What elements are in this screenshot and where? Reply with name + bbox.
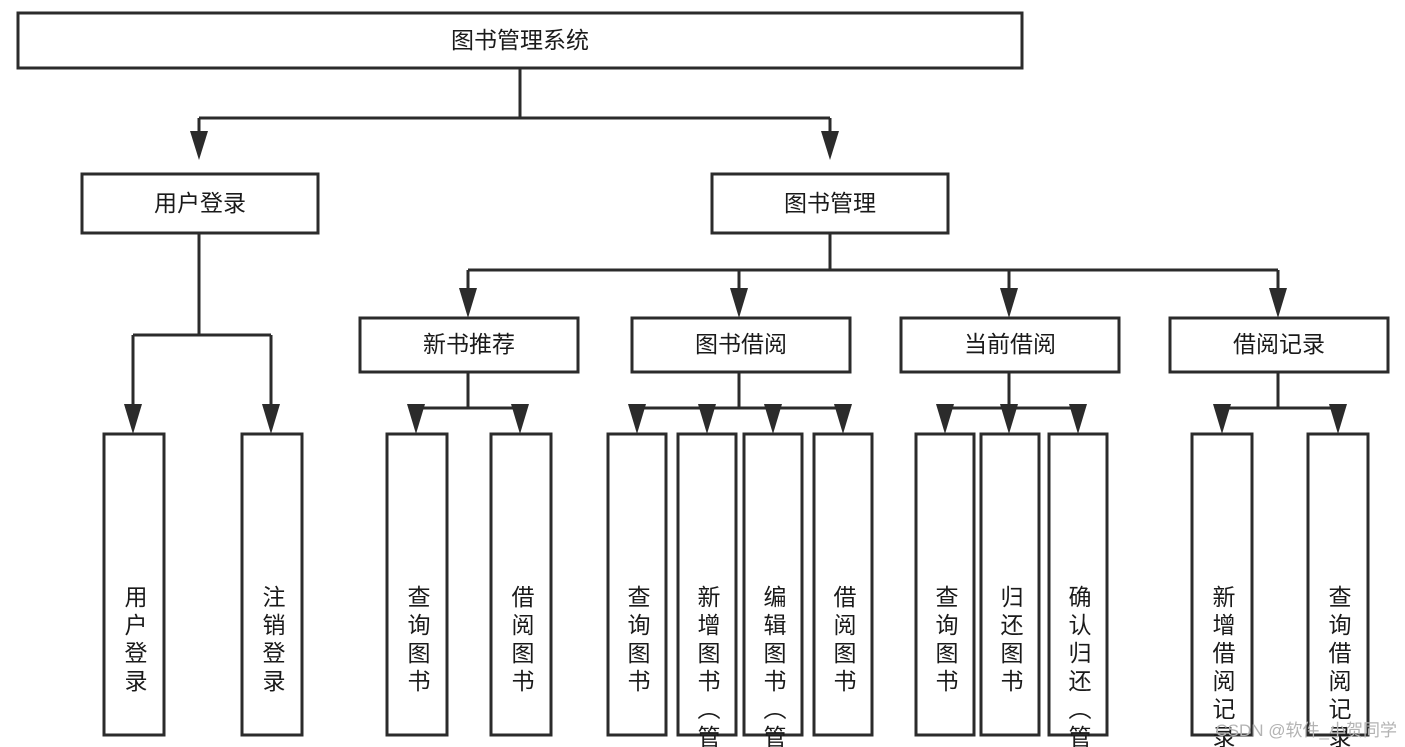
leaf-records-query-box[interactable]: [1306, 432, 1370, 737]
node-new-book-recommend[interactable]: 新书推荐: [358, 316, 580, 374]
node-book-management-label: 图书管理: [784, 190, 876, 216]
node-user-login-box[interactable]: [80, 172, 320, 235]
leaf-new-book-borrow-label: 借阅图书: [508, 585, 535, 697]
node-user-login[interactable]: 用户登录: [80, 172, 320, 235]
leaf-records-add-box[interactable]: [1190, 432, 1254, 737]
arrow-head-bl-leaf-0: [628, 404, 646, 434]
leaf-user-login-login-label: 用户登录: [121, 585, 148, 697]
node-borrow-records-box[interactable]: [1168, 316, 1390, 374]
leaf-new-book-query-label: 查询图书: [404, 585, 431, 697]
leaf-borrow-query-box[interactable]: [606, 432, 668, 737]
leaf-borrow-edit-book[interactable]: 编辑图书（管理员）: [742, 432, 804, 747]
leaf-new-book-query[interactable]: 查询图书: [385, 432, 449, 737]
leaf-records-add[interactable]: 新增借阅记录: [1190, 432, 1254, 747]
node-user-login-label: 用户登录: [154, 190, 246, 216]
leaf-borrow-add-book-box[interactable]: [676, 432, 738, 737]
leaf-current-return[interactable]: 归还图书: [979, 432, 1041, 737]
leaf-current-confirm-return-box[interactable]: [1047, 432, 1109, 737]
leaf-borrow-query-label: 查询图书: [624, 585, 651, 697]
connector-layer: [124, 68, 1347, 434]
arrow-head-bl-leaf-2: [764, 404, 782, 434]
arrow-head-new-book: [459, 288, 477, 318]
node-root-system[interactable]: 图书管理系统: [16, 11, 1024, 70]
leaf-current-query-box[interactable]: [914, 432, 976, 737]
leaf-borrow-borrow-book-label: 借阅图书: [830, 585, 857, 697]
arrow-head-rc-leaf-0: [1213, 404, 1231, 434]
node-root-label: 图书管理系统: [451, 27, 589, 53]
leaf-new-book-borrow[interactable]: 借阅图书: [489, 432, 553, 737]
arrow-head-borrow: [730, 288, 748, 318]
node-borrow-records-label: 借阅记录: [1233, 331, 1325, 357]
node-current-borrow-label: 当前借阅: [964, 331, 1056, 357]
node-book-borrow-box[interactable]: [630, 316, 852, 374]
arrow-head-cb-leaf-0: [936, 404, 954, 434]
arrow-head-records: [1269, 288, 1287, 318]
arrow-head-rc-leaf-1: [1329, 404, 1347, 434]
leaf-borrow-add-book-label: 新增图书（管理员）: [694, 585, 721, 747]
leaf-borrow-edit-book-box[interactable]: [742, 432, 804, 737]
arrow-head-user-login: [190, 131, 208, 160]
arrow-head-current: [1000, 288, 1018, 318]
arrow-head-bl-leaf-1: [698, 404, 716, 434]
arrow-head-book-mgmt: [821, 131, 839, 160]
node-book-management-box[interactable]: [710, 172, 950, 235]
node-new-book-recommend-label: 新书推荐: [423, 331, 515, 357]
arrow-head-cb-leaf-1: [1000, 404, 1018, 434]
arrow-head-bl-leaf-3: [834, 404, 852, 434]
leaf-records-query-label: 查询借阅记录: [1325, 585, 1352, 747]
leaf-borrow-edit-book-label: 编辑图书（管理员）: [760, 585, 787, 747]
node-new-book-recommend-box[interactable]: [358, 316, 580, 374]
leaf-current-return-box[interactable]: [979, 432, 1041, 737]
arrow-head-cb-leaf-2: [1069, 404, 1087, 434]
arrow-head-nb-leaf-1: [511, 404, 529, 434]
leaf-current-confirm-return[interactable]: 确认归还（管理员）: [1047, 432, 1109, 747]
node-current-borrow[interactable]: 当前借阅: [899, 316, 1121, 374]
leaf-current-query-label: 查询图书: [932, 585, 959, 697]
leaf-new-book-query-box[interactable]: [385, 432, 449, 737]
node-root-box[interactable]: [16, 11, 1024, 70]
leaf-current-return-label: 归还图书: [997, 585, 1024, 697]
leaf-user-login-login-box[interactable]: [102, 432, 166, 737]
leaf-current-confirm-return-label: 确认归还（管理员）: [1065, 585, 1092, 747]
node-book-borrow[interactable]: 图书借阅: [630, 316, 852, 374]
arrow-head-leaf-user-login: [124, 404, 142, 434]
leaf-current-query[interactable]: 查询图书: [914, 432, 976, 737]
node-current-borrow-box[interactable]: [899, 316, 1121, 374]
leaf-records-add-label: 新增借阅记录: [1209, 585, 1236, 747]
node-book-management[interactable]: 图书管理: [710, 172, 950, 235]
leaf-records-query[interactable]: 查询借阅记录: [1306, 432, 1370, 747]
leaf-borrow-add-book[interactable]: 新增图书（管理员）: [676, 432, 738, 747]
arrow-head-leaf-logout: [262, 404, 280, 434]
leaf-borrow-borrow-book-box[interactable]: [812, 432, 874, 737]
leaf-new-book-borrow-box[interactable]: [489, 432, 553, 737]
leaf-user-login-login[interactable]: 用户登录: [102, 432, 166, 737]
node-borrow-records[interactable]: 借阅记录: [1168, 316, 1390, 374]
leaf-user-login-logout-label: 注销登录: [259, 585, 286, 697]
leaf-borrow-borrow-book[interactable]: 借阅图书: [812, 432, 874, 737]
leaf-user-login-logout[interactable]: 注销登录: [240, 432, 304, 737]
arrow-head-nb-leaf-0: [407, 404, 425, 434]
leaf-borrow-query[interactable]: 查询图书: [606, 432, 668, 737]
leaf-user-login-logout-box[interactable]: [240, 432, 304, 737]
node-book-borrow-label: 图书借阅: [695, 331, 787, 357]
